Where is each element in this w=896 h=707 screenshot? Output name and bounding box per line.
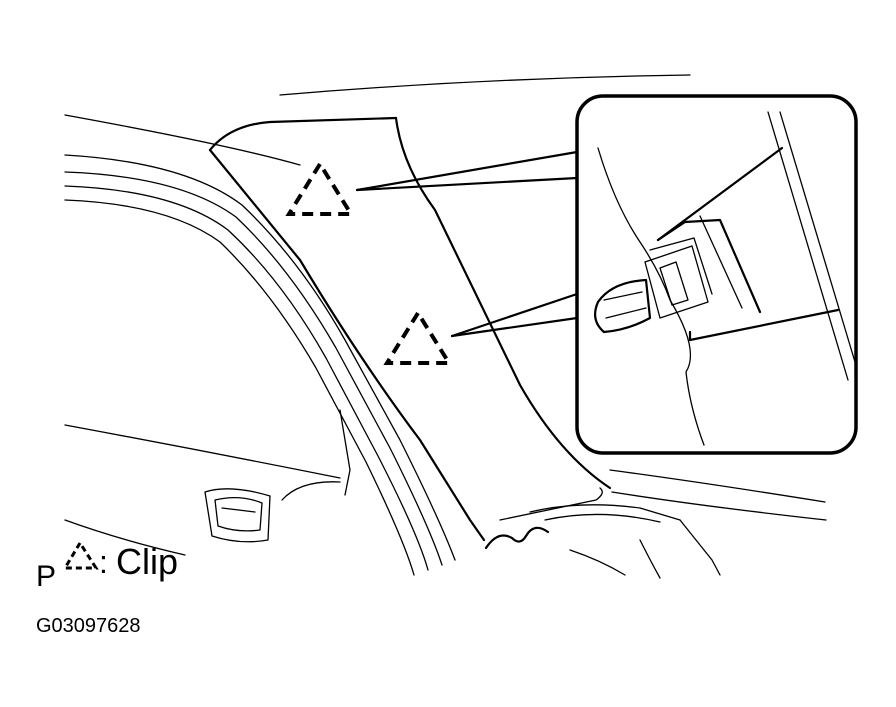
clip-marker-upper-icon [285,160,355,216]
clip-detail-inset [575,94,858,455]
windshield-frame-lines [64,154,456,576]
legend-prefix: P [36,560,56,593]
figure-code: G03097628 [36,615,141,637]
dashboard-lines [64,409,827,579]
dashed-triangle-icon [62,540,99,570]
clip-marker-lower-icon [383,309,453,365]
legend-label: Clip [116,541,178,582]
legend-separator: : [99,544,108,580]
pillar-garnish-panel [208,116,612,542]
legend: P : Clip [36,540,178,593]
callout-leader-lines [355,150,579,338]
roof-headliner-lines [64,74,691,166]
